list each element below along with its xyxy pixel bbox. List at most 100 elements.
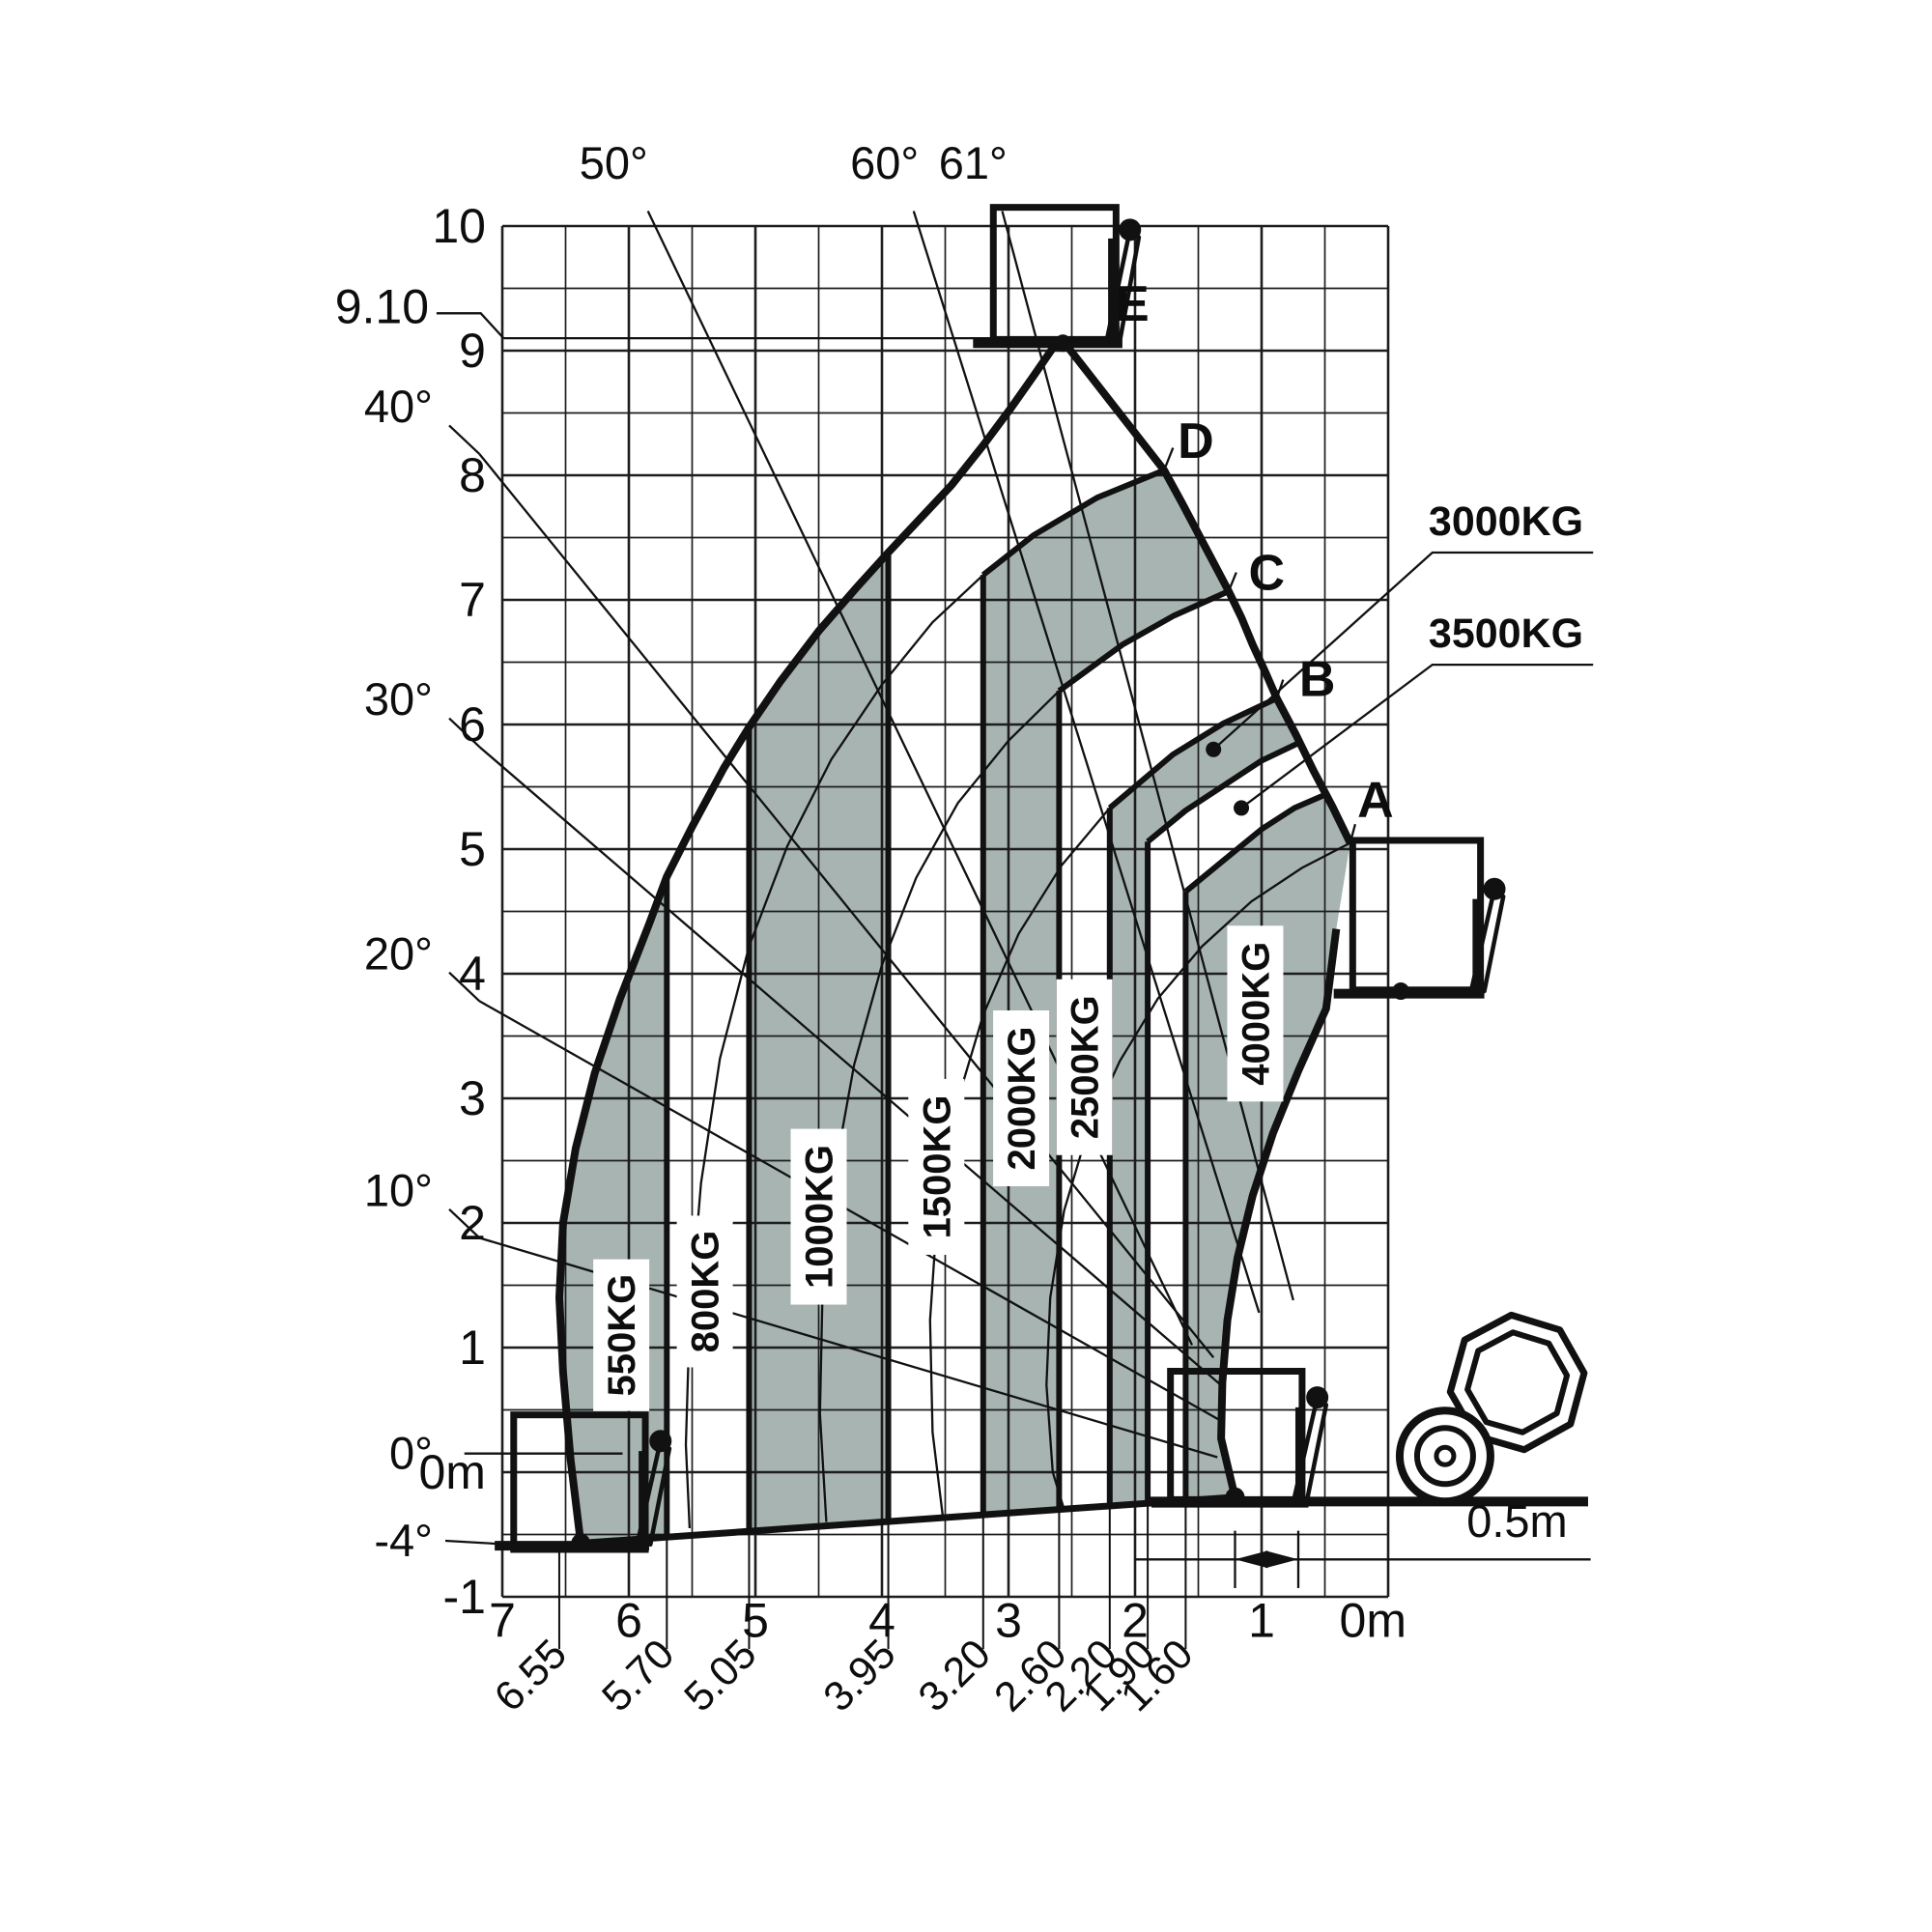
capacity-label-bg [790, 1128, 847, 1305]
angle-label-40°: 40° [364, 381, 433, 432]
y-tick-2: 2 [459, 1196, 486, 1250]
fork-strut-icon [1304, 1403, 1329, 1502]
angle-label-20°: 20° [364, 927, 433, 979]
envelope-outline [555, 336, 1354, 1544]
fork-strut-icon [1292, 1395, 1320, 1500]
base-line [580, 1493, 1236, 1547]
angle-leader-40° [448, 424, 481, 455]
zone-3000kg [1109, 697, 1301, 1506]
max-height-leader [436, 312, 505, 339]
y-tick-6: 6 [459, 697, 486, 752]
capacity-label-bg [993, 1010, 1050, 1186]
pallet-icon-top [973, 204, 1142, 349]
capacity-label-2500KG: 2500KG [1065, 995, 1107, 1139]
angle-label-0°: 0° [389, 1428, 433, 1479]
callout-label-3000KG: 3000KG [1429, 498, 1583, 545]
callout-leader-3500KG [1240, 663, 1594, 810]
fork-strut-icon [648, 1446, 672, 1548]
max-height-label: 9.10 [335, 280, 429, 334]
capacity-label-bg [676, 1215, 733, 1368]
y-tick-3: 3 [459, 1071, 486, 1125]
x-tick-7: 7 [489, 1593, 516, 1647]
capacity-label-1500KG: 1500KG [916, 1094, 958, 1238]
y-tick-9: 9 [459, 324, 486, 378]
kg-callouts [1212, 551, 1594, 810]
point-heel [571, 1533, 591, 1553]
y-tick-1: 1 [459, 1321, 486, 1375]
fork-strut-icon [1469, 887, 1497, 991]
angle-line-30° [478, 746, 1225, 1389]
angle-line-20° [478, 1000, 1225, 1424]
grid [500, 224, 1390, 1599]
capacity-label-bg [908, 1078, 965, 1255]
point-e [1054, 334, 1072, 353]
envelope-inner-boundary [1217, 928, 1341, 1498]
x-tick-4: 4 [868, 1593, 895, 1647]
pallet-icon-right [1333, 837, 1506, 999]
capacity-label-4000KG: 4000KG [1235, 942, 1277, 1086]
zone-arc-1 [1057, 588, 1231, 694]
y-tick-4: 4 [459, 947, 486, 1001]
y-tick-7: 7 [459, 573, 486, 627]
stage-letter-A: A [1357, 772, 1394, 828]
dim-label: 0.5m [1466, 1495, 1568, 1547]
capacity-labels: 550KG 800KG 1000KG 1500KG 2000KG 2500KG 4000KG [593, 925, 1284, 1411]
fork-strut-icon [635, 1438, 663, 1545]
zone-boundaries [555, 336, 1354, 1547]
stage-arc-A [1045, 823, 1357, 1511]
stage-letter-D: D [1178, 413, 1214, 469]
y-tick-8: 8 [459, 448, 486, 502]
x-tick-3: 3 [995, 1593, 1022, 1647]
reach-extension-lines [557, 1500, 1187, 1650]
zone-arc-0 [980, 468, 1166, 578]
fork-hook-icon [1306, 1386, 1329, 1409]
angle-leader-30° [448, 717, 481, 749]
reference-dots [571, 334, 1410, 1553]
capacity-label-bg [593, 1259, 650, 1411]
wheel-hub [1434, 1444, 1457, 1467]
y-tick--1: -1 [443, 1570, 486, 1624]
capacity-label-bg [1056, 979, 1113, 1155]
stage-letter-C: C [1248, 546, 1285, 602]
machine-icon [1148, 1311, 1588, 1507]
angle-label-61°: 61° [939, 137, 1008, 188]
zone-arc-4 [1183, 791, 1327, 895]
stage-letter-B: B [1299, 651, 1336, 707]
angle-label-30°: 30° [364, 673, 433, 724]
zone-arc-3 [1146, 739, 1302, 844]
capacity-label-1000KG: 1000KG [799, 1145, 841, 1289]
y-tick-10: 10 [432, 199, 486, 253]
point-3000kg [1206, 741, 1222, 757]
fork-strut-icon [1118, 235, 1142, 343]
y-tick-0m: 0m [419, 1445, 486, 1499]
angle-label-60°: 60° [850, 137, 919, 188]
angle-label--4°: -4° [374, 1515, 433, 1566]
fork-strut-icon [1482, 894, 1506, 994]
callout-label-3500KG: 3500KG [1429, 611, 1583, 657]
capacity-label-2000KG: 2000KG [1001, 1027, 1043, 1171]
point-bottom [1225, 1487, 1245, 1507]
capacity-label-550KG: 550KG [601, 1274, 643, 1397]
x-tick-2: 2 [1122, 1593, 1149, 1647]
dim-arrow-right [1264, 1550, 1298, 1569]
fork-strut-icon [1104, 227, 1133, 341]
point-3500kg [1234, 800, 1250, 816]
angle-leader-10° [448, 1208, 481, 1239]
fork-hook-icon [1483, 877, 1506, 900]
capacity-label-800KG: 800KG [685, 1231, 727, 1353]
angle-line-61° [1001, 211, 1294, 1301]
stage-letter-E: E [1116, 276, 1150, 332]
x-tick-1: 1 [1248, 1593, 1275, 1647]
zone-2000kg [982, 469, 1229, 1516]
angle-label-50°: 50° [580, 137, 648, 188]
angle-rays [436, 211, 1294, 1546]
capacity-label-bg [1227, 925, 1284, 1102]
dim-arrow-left [1235, 1550, 1268, 1569]
zone-arc-2 [1107, 696, 1278, 810]
dimension-0-5m [1135, 1530, 1591, 1588]
wheel-rim [1413, 1425, 1476, 1488]
angle-label-10°: 10° [364, 1164, 433, 1215]
